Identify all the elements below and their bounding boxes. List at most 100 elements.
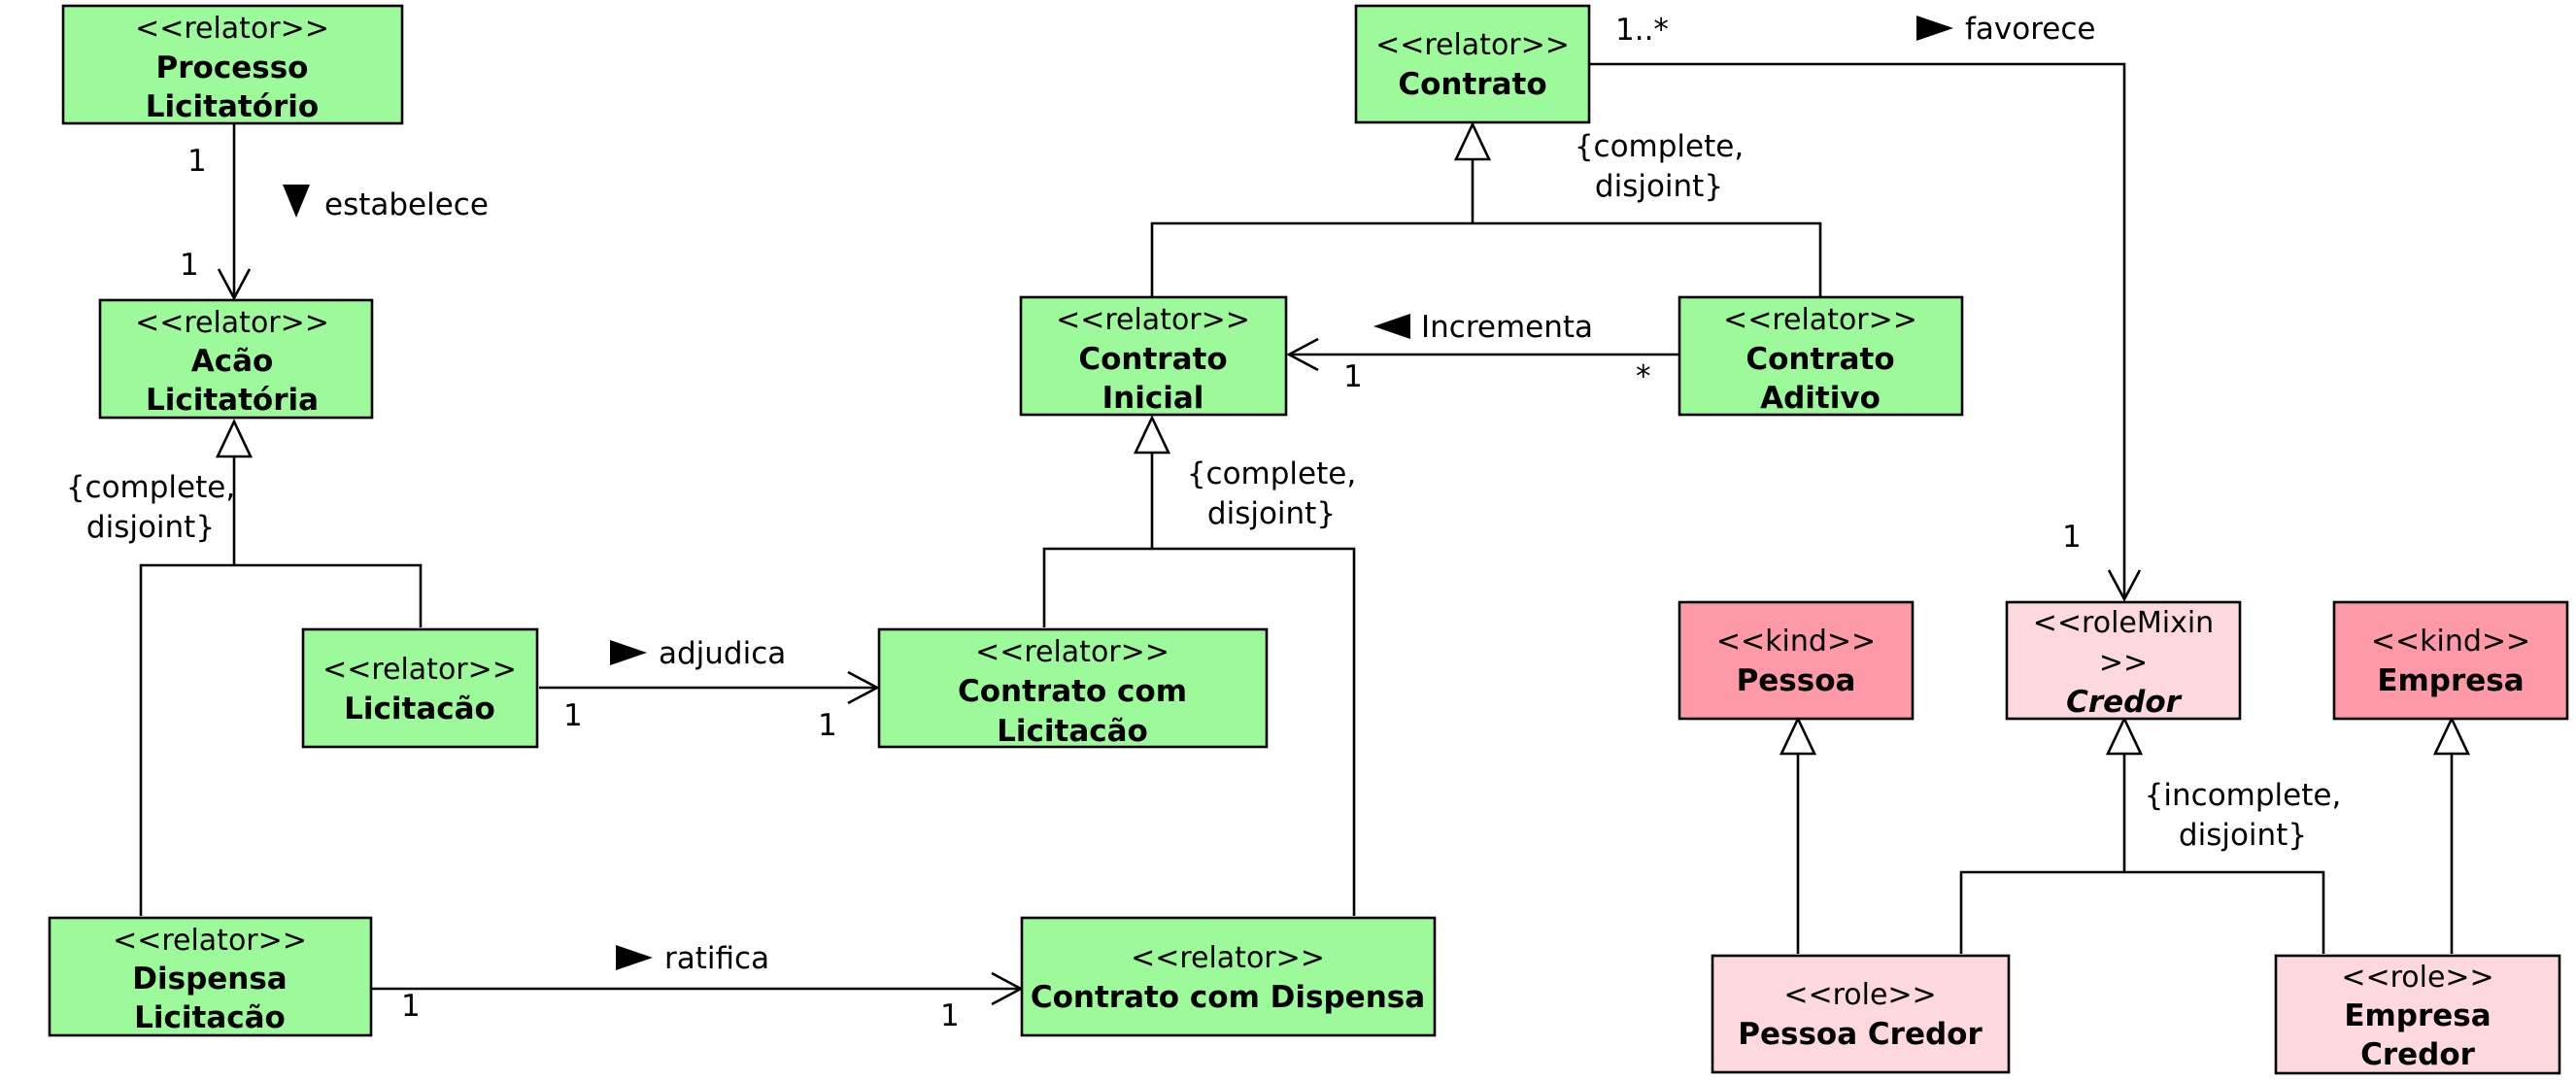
class-name: Dispensa (132, 962, 287, 997)
class-contrato-com-licitacao[interactable]: <<relator>> Contrato com Licitacão (877, 627, 1269, 749)
association-ratifica (372, 971, 1024, 1006)
stereotype: <<relator>> (1056, 303, 1250, 337)
generalization-set-label: {complete, (1575, 129, 1744, 164)
relator-box (1354, 4, 1591, 124)
stereotype: <<role>> (2341, 961, 2493, 995)
generalization-set-label: disjoint} (1595, 169, 1723, 204)
association-favorece (1590, 62, 2142, 602)
multiplicity: 1 (1343, 359, 1363, 394)
class-pessoa-credor[interactable]: <<role>> Pessoa Credor (1711, 954, 2011, 1074)
stereotype: <<kind>> (1716, 625, 1876, 659)
multiplicity: 1 (818, 708, 837, 743)
class-name: Pessoa (1737, 663, 1856, 698)
class-empresa[interactable]: <<kind>> Empresa (2332, 600, 2569, 721)
relator-box (61, 4, 404, 125)
association-incrementa (1286, 337, 1679, 372)
multiplicity: 1 (940, 998, 960, 1033)
class-name: Licitacão (997, 714, 1148, 749)
relator-box (1020, 916, 1437, 1037)
generalization-arrow-credor (2105, 715, 2144, 756)
direction-triangle-right (610, 640, 647, 665)
association-name-favorece: favorece (1965, 12, 2095, 47)
multiplicity: 1 (401, 989, 421, 1024)
class-name: Licitatória (146, 383, 319, 418)
class-name: Pessoa Credor (1738, 1017, 1983, 1052)
class-credor[interactable]: <<roleMixin >> Credor (2005, 600, 2242, 721)
generalization-acao (139, 456, 423, 916)
multiplicity: 1..* (1615, 13, 1669, 48)
class-acao-licitatoria[interactable]: <<relator>> Acão Licitatória (98, 298, 374, 420)
generalization-contrato (1150, 159, 1822, 296)
relator-box (1678, 295, 1964, 417)
generalization-set-label: disjoint} (1207, 496, 1336, 531)
generalization-set-label: disjoint} (86, 510, 215, 545)
generalization-contrato-inicial (1042, 453, 1356, 916)
role-box (2274, 954, 2561, 1075)
class-contrato[interactable]: <<relator>> Contrato (1354, 4, 1591, 124)
generalization-set-label: disjoint} (2179, 818, 2307, 853)
class-name: Empresa (2377, 663, 2524, 698)
kind-box (2332, 600, 2569, 721)
class-name: Inicial (1102, 381, 1204, 416)
class-name: Contrato (1398, 67, 1546, 102)
multiplicity: 1 (187, 144, 207, 179)
generalization-credor (1959, 754, 2325, 954)
multiplicity: 1 (180, 248, 199, 283)
class-name: Contrato (1746, 342, 1894, 377)
class-pessoa[interactable]: <<kind>> Pessoa (1678, 600, 1915, 721)
stereotype: <<relator>> (135, 306, 329, 340)
multiplicity: 1 (563, 698, 583, 733)
role-box (1711, 954, 2011, 1074)
association-name-estabelece: estabelece (324, 187, 489, 222)
stereotype: <<relator>> (113, 924, 307, 958)
association-name-ratifica: ratifica (664, 941, 769, 976)
relator-box (877, 627, 1269, 749)
class-name: Aditivo (1760, 381, 1881, 416)
direction-triangle-right (616, 945, 653, 970)
stereotype: <<kind>> (2371, 625, 2530, 659)
class-name: Licitacão (344, 692, 495, 726)
direction-triangle-right (1916, 16, 1953, 41)
class-licitacao[interactable]: <<relator>> Licitacão (301, 627, 539, 749)
relator-box (48, 916, 373, 1037)
class-processo-licitatorio[interactable]: <<relator>> Processo Licitatório (61, 4, 404, 125)
association-name-incrementa: Incrementa (1421, 310, 1593, 345)
class-contrato-com-dispensa[interactable]: <<relator>> Contrato com Dispensa (1020, 916, 1437, 1037)
multiplicity: 1 (2062, 520, 2082, 555)
generalization-arrow-contrato-inicial (1133, 414, 1171, 455)
stereotype: <<relator>> (1375, 28, 1570, 62)
relator-box (98, 298, 374, 420)
stereotype: <<relator>> (975, 635, 1169, 669)
class-contrato-aditivo[interactable]: <<relator>> Contrato Aditivo (1678, 295, 1964, 417)
generalization-set-label: {complete, (66, 470, 235, 505)
class-contrato-inicial[interactable]: <<relator>> Contrato Inicial (1019, 295, 1288, 417)
class-name: Contrato com Dispensa (1031, 980, 1425, 1015)
relator-box (301, 627, 539, 749)
class-empresa-credor[interactable]: <<role>> Empresa Credor (2274, 954, 2561, 1075)
generalization-arrow-contrato (1453, 120, 1492, 161)
association-adjudica (539, 670, 880, 705)
stereotype: <<relator>> (135, 12, 329, 46)
generalization-arrow-empresa (2432, 715, 2471, 756)
generalization-arrow-acao (215, 418, 254, 458)
multiplicity: * (1636, 359, 1651, 394)
class-name: Processo (156, 51, 309, 85)
class-name: Licitatório (146, 89, 319, 124)
generalization-set-label: {complete, (1187, 456, 1356, 491)
class-name: Empresa (2344, 998, 2491, 1033)
class-name: Credor (2360, 1037, 2476, 1072)
stereotype: <<relator>> (1723, 303, 1917, 337)
class-name: Contrato (1078, 342, 1227, 377)
class-name: Licitacão (134, 1000, 286, 1035)
association-name-adjudica: adjudica (659, 636, 786, 671)
generalization-arrow-pessoa (1779, 715, 1817, 756)
association-estabelece (217, 123, 252, 301)
class-dispensa-licitacao[interactable]: <<relator>> Dispensa Licitacão (48, 916, 373, 1037)
kind-box (1678, 600, 1915, 721)
stereotype: <<role>> (1783, 978, 1936, 1012)
stereotype: <<relator>> (322, 653, 517, 687)
stereotype: <<relator>> (1131, 941, 1325, 975)
stereotype: <<roleMixin (2033, 606, 2214, 640)
direction-triangle-down (283, 185, 310, 218)
